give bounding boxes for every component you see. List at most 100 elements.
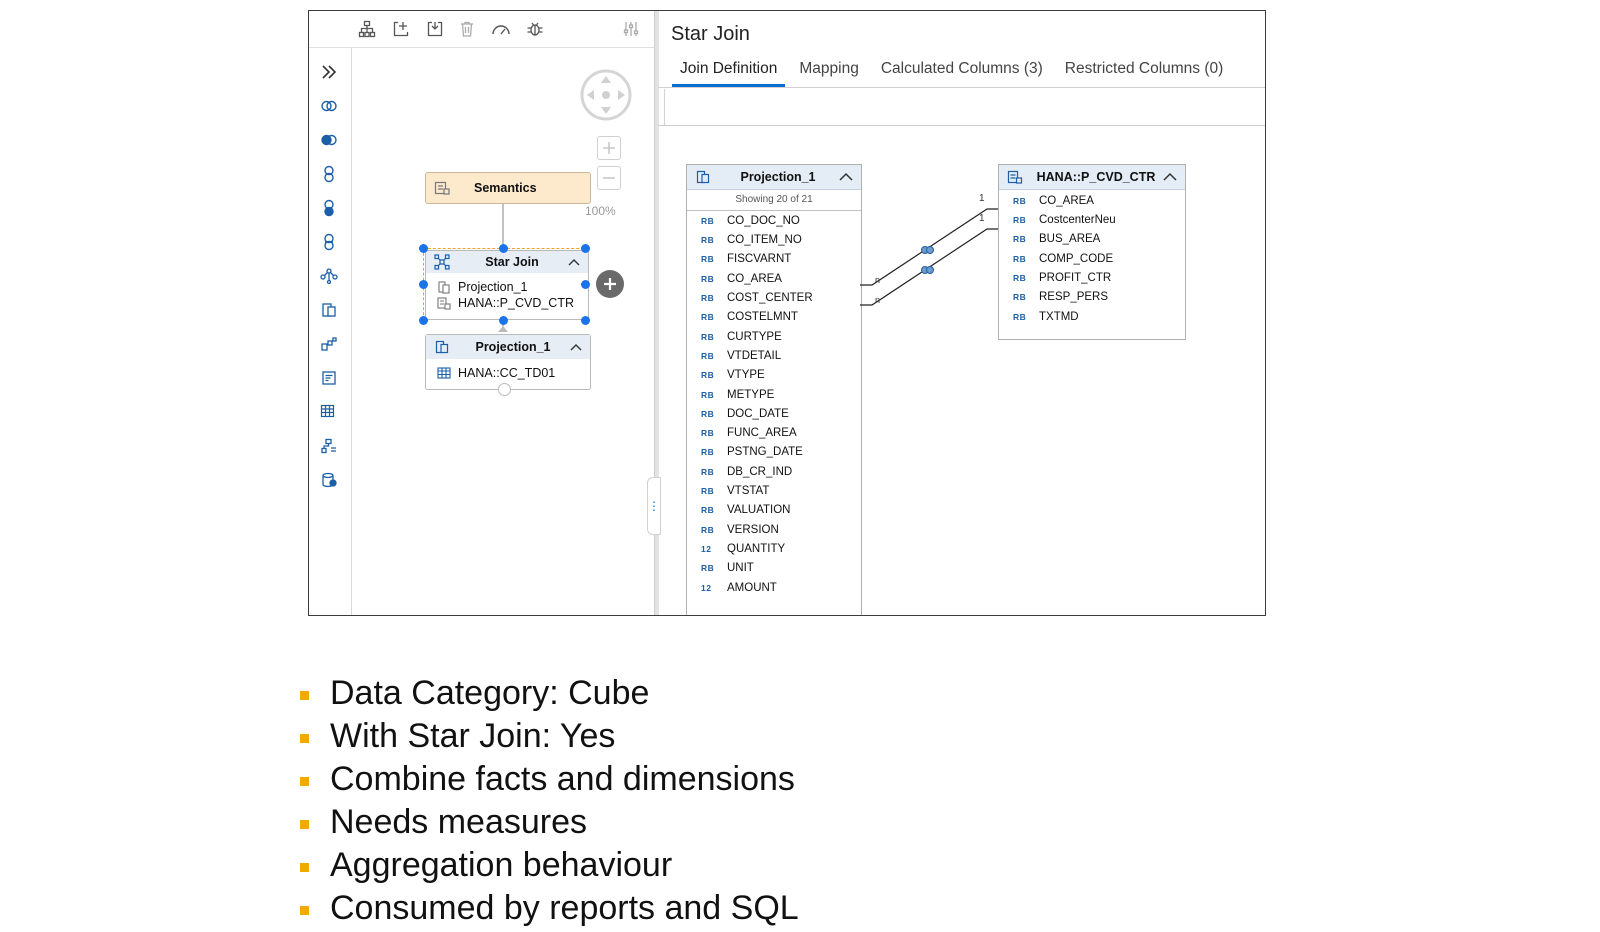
column-name: VTDETAIL: [727, 349, 782, 362]
column-name: FISCVARNT: [727, 253, 792, 266]
table-function-icon[interactable]: [319, 402, 339, 422]
graph-icon[interactable]: [319, 232, 339, 252]
modeling-canvas[interactable]: 100% Semantics Star Join: [351, 47, 654, 615]
resize-handle[interactable]: [581, 316, 590, 325]
collapse-icon[interactable]: [1163, 170, 1177, 184]
tab-mapping[interactable]: Mapping: [799, 60, 859, 77]
resize-handle[interactable]: [419, 280, 428, 289]
projection-icon: [434, 340, 450, 354]
pan-navigator-icon[interactable]: [579, 68, 633, 122]
column-type-icon: RB: [701, 524, 715, 535]
column-row[interactable]: RB VALUATION: [687, 501, 790, 521]
star-join-node[interactable]: Star Join Projection_1 HANA::P_CVD_CTR: [425, 250, 589, 320]
tab-calculated-columns[interactable]: Calculated Columns (3): [880, 60, 1043, 77]
add-node-icon[interactable]: [391, 19, 411, 39]
join-type-icon[interactable]: [921, 266, 934, 274]
aggregation-icon[interactable]: [319, 334, 339, 354]
resize-handle[interactable]: [499, 316, 508, 325]
resize-handle[interactable]: [419, 316, 428, 325]
debug-icon[interactable]: [525, 19, 545, 39]
resize-handle[interactable]: [419, 244, 428, 253]
collapse-icon[interactable]: [839, 170, 853, 184]
resize-handle[interactable]: [581, 244, 590, 253]
union-icon[interactable]: [319, 130, 339, 150]
star-join-input-projection[interactable]: Projection_1: [426, 279, 588, 295]
join-cardinality-right: 1: [979, 213, 985, 224]
column-name: PROFIT_CTR: [1039, 272, 1112, 285]
projection-node[interactable]: Projection_1 HANA::CC_TD01: [425, 334, 591, 390]
projection-icon[interactable]: [319, 300, 339, 320]
tab-join-definition[interactable]: Join Definition: [672, 57, 786, 87]
output-port[interactable]: [498, 383, 511, 396]
bullet-item: With Star Join: Yes: [300, 715, 799, 758]
column-type-icon: RB: [701, 447, 715, 458]
non-equi-join-icon[interactable]: [319, 436, 339, 456]
pane-splitter[interactable]: [654, 11, 659, 615]
semantics-node[interactable]: Semantics: [425, 172, 591, 204]
zoom-in-button[interactable]: [597, 136, 621, 160]
collapse-icon[interactable]: [570, 340, 582, 354]
resize-handle[interactable]: [499, 244, 508, 253]
star-join-input-label: HANA::P_CVD_CTR: [458, 296, 574, 310]
data-source-icon[interactable]: [319, 470, 339, 490]
collapse-icon[interactable]: [568, 255, 580, 269]
zoom-out-button[interactable]: [597, 166, 621, 190]
plus-icon: [603, 142, 615, 154]
tab-restricted-columns[interactable]: Restricted Columns (0): [1064, 60, 1224, 77]
settings-sliders-icon[interactable]: [621, 19, 641, 39]
column-name: VALUATION: [727, 504, 791, 517]
projection-table-header: Projection_1: [687, 165, 861, 190]
star-join-input-dimension[interactable]: HANA::P_CVD_CTR: [426, 295, 588, 311]
details-pane: Star Join Join Definition Mapping Calcul…: [658, 11, 1265, 615]
join-type-icon[interactable]: [921, 246, 934, 254]
intersect-icon[interactable]: [319, 164, 339, 184]
hierarchy-node-icon[interactable]: [319, 266, 339, 286]
star-join-icon: [434, 254, 450, 270]
rank-icon[interactable]: [319, 368, 339, 388]
resize-handle[interactable]: [581, 280, 590, 289]
zoom-level: 100%: [585, 204, 616, 218]
column-type-icon: RB: [701, 408, 715, 419]
join-icon[interactable]: [319, 96, 339, 116]
minus-icon[interactable]: [319, 198, 339, 218]
projection-input-table[interactable]: HANA::CC_TD01: [426, 365, 590, 381]
performance-icon[interactable]: [491, 19, 511, 39]
column-type-icon: 12: [701, 543, 712, 554]
column-type-icon: RB: [1013, 234, 1027, 245]
expand-icon[interactable]: [319, 62, 339, 82]
column-type-icon: RB: [701, 505, 715, 516]
hierarchy-icon[interactable]: [357, 19, 377, 39]
import-icon[interactable]: [425, 19, 445, 39]
add-input-button[interactable]: [596, 270, 624, 298]
delete-icon[interactable]: [457, 19, 477, 39]
splitter-grip-icon[interactable]: ⋮: [647, 477, 661, 535]
